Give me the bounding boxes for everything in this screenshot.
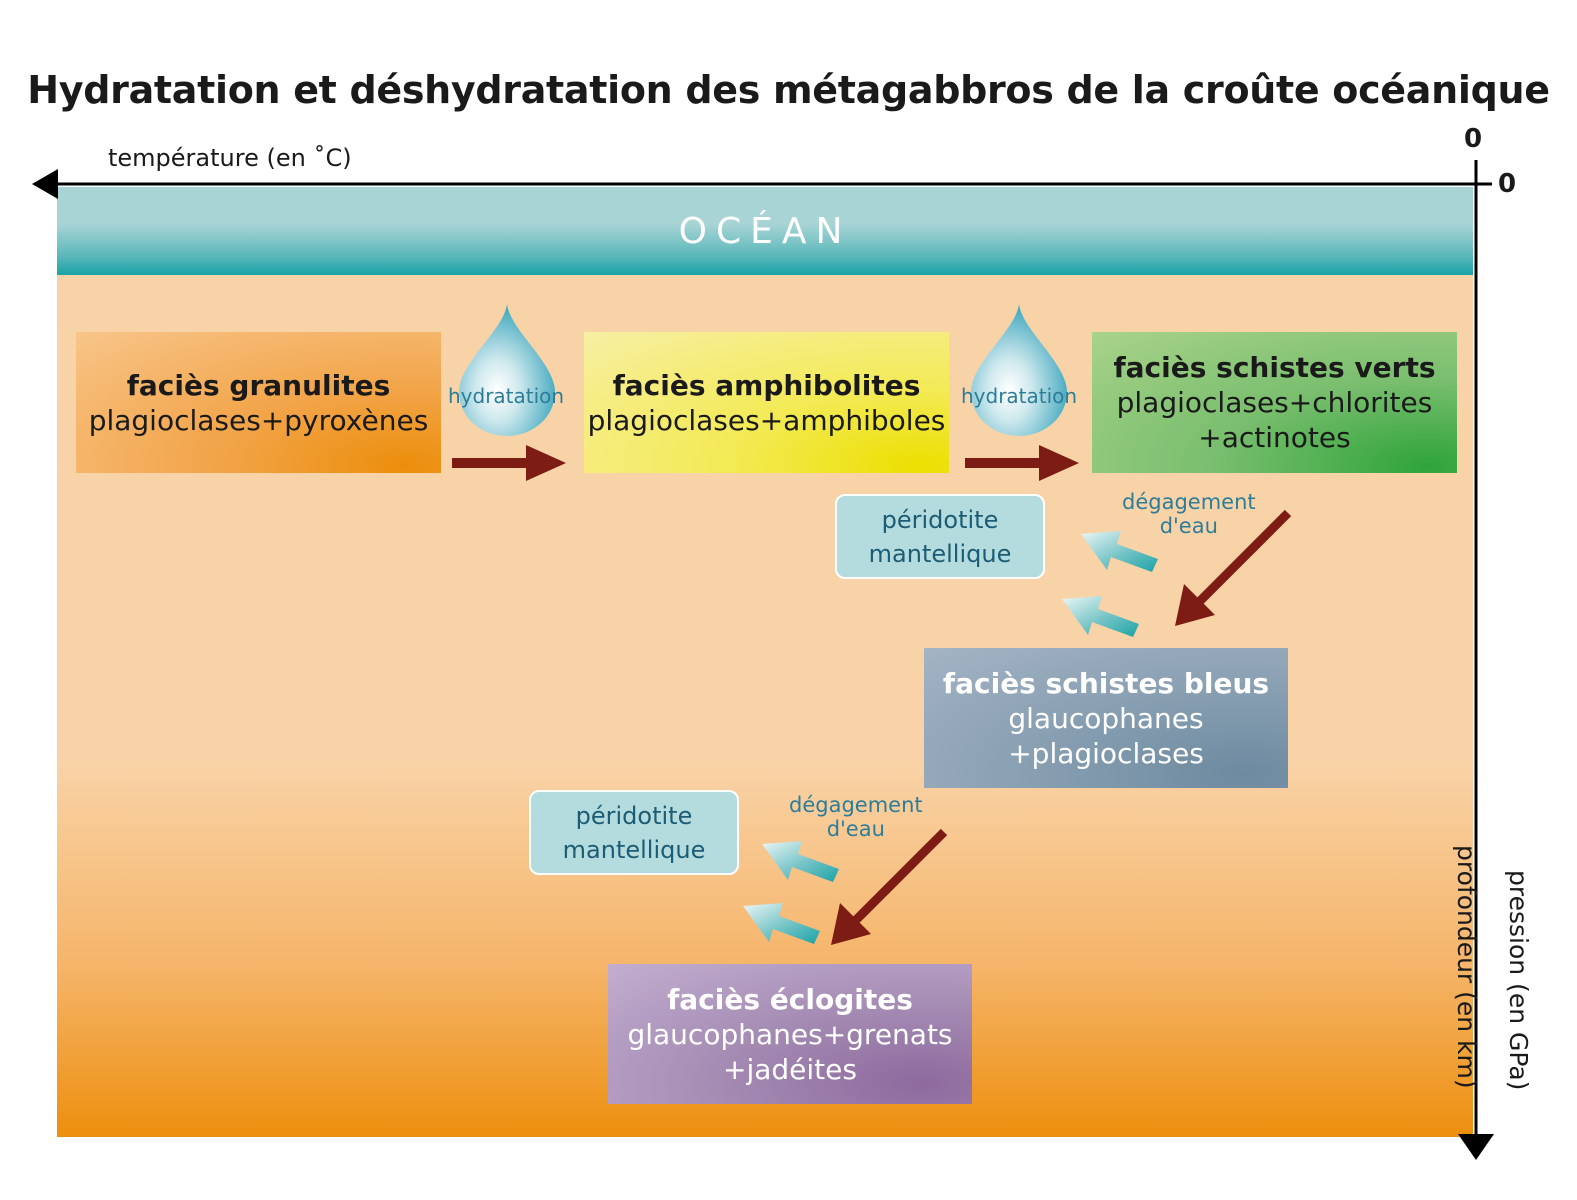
facies-name: faciès granulites	[126, 368, 391, 402]
water-drop-icon	[459, 304, 555, 436]
facies-minerals: +plagioclases	[1008, 736, 1204, 770]
peridotite-box: péridotite mantellique	[835, 494, 1045, 579]
facies-minerals: glaucophanes+grenats	[627, 1017, 953, 1051]
depth-axis-label: profondeur (en km)	[1452, 845, 1481, 1089]
hydration-label: hydratation	[448, 384, 565, 408]
facies-minerals: plagioclases+amphiboles	[587, 403, 946, 437]
water-release-label-line: dégagement	[789, 793, 923, 817]
water-release-arrow	[762, 841, 839, 882]
facies-minerals: +jadéites	[723, 1052, 857, 1086]
temperature-axis-label: température (en ˚C)	[108, 144, 352, 172]
peridotite-label-line: péridotite	[575, 801, 693, 830]
temperature-axis-arrowhead	[32, 169, 58, 199]
water-release-label-line: d'eau	[826, 817, 885, 841]
water-release-label: dégagement d'eau	[1122, 490, 1256, 538]
water-release-label-line: dégagement	[1122, 490, 1256, 514]
transition-arrow	[831, 828, 948, 945]
depth-axis-arrowhead	[1458, 1134, 1494, 1160]
peridotite-box: péridotite mantellique	[529, 790, 739, 875]
water-drop-icon	[971, 304, 1067, 436]
pressure-zero-label: 0	[1498, 169, 1517, 199]
transition-arrow	[452, 445, 566, 481]
facies-schistes-bleus-box: faciès schistes bleus glaucophanes +plag…	[924, 648, 1288, 788]
facies-minerals: +actinotes	[1198, 421, 1351, 454]
pressure-axis-label: pression (en GPa)	[1504, 870, 1533, 1091]
water-release-arrow	[1081, 531, 1158, 572]
facies-eclogites-box: faciès éclogites glaucophanes+grenats +j…	[608, 964, 972, 1104]
facies-name: faciès amphibolites	[612, 368, 921, 402]
facies-minerals: plagioclases+chlorites	[1116, 386, 1433, 419]
ocean-band: OCÉAN	[57, 187, 1473, 275]
water-release-label: dégagement d'eau	[789, 793, 923, 841]
hydration-label: hydratation	[961, 384, 1078, 408]
diagram-title: Hydratation et déshydratation des métaga…	[27, 68, 1550, 112]
water-release-label-line: d'eau	[1159, 514, 1218, 538]
facies-name: faciès schistes verts	[1113, 351, 1436, 384]
peridotite-label-line: péridotite	[881, 505, 999, 534]
facies-minerals: plagioclases+pyroxènes	[88, 403, 429, 437]
facies-schistes-verts-box: faciès schistes verts plagioclases+chlor…	[1092, 332, 1457, 473]
facies-granulites-box: faciès granulites plagioclases+pyroxènes	[76, 332, 441, 473]
transition-arrow	[1175, 509, 1292, 626]
facies-name: faciès schistes bleus	[942, 666, 1270, 700]
peridotite-label-line: mantellique	[868, 539, 1012, 568]
axis-lines	[32, 160, 1494, 1160]
facies-minerals: glaucophanes	[1008, 701, 1204, 735]
facies-name: faciès éclogites	[667, 982, 913, 1016]
temperature-zero-label: 0	[1464, 124, 1483, 154]
water-release-arrow	[1062, 596, 1139, 637]
water-release-arrow	[743, 903, 820, 944]
ocean-label: OCÉAN	[678, 211, 852, 252]
facies-amphibolites-box: faciès amphibolites plagioclases+amphibo…	[584, 332, 949, 473]
peridotite-label-line: mantellique	[562, 835, 706, 864]
transition-arrow	[965, 445, 1079, 481]
